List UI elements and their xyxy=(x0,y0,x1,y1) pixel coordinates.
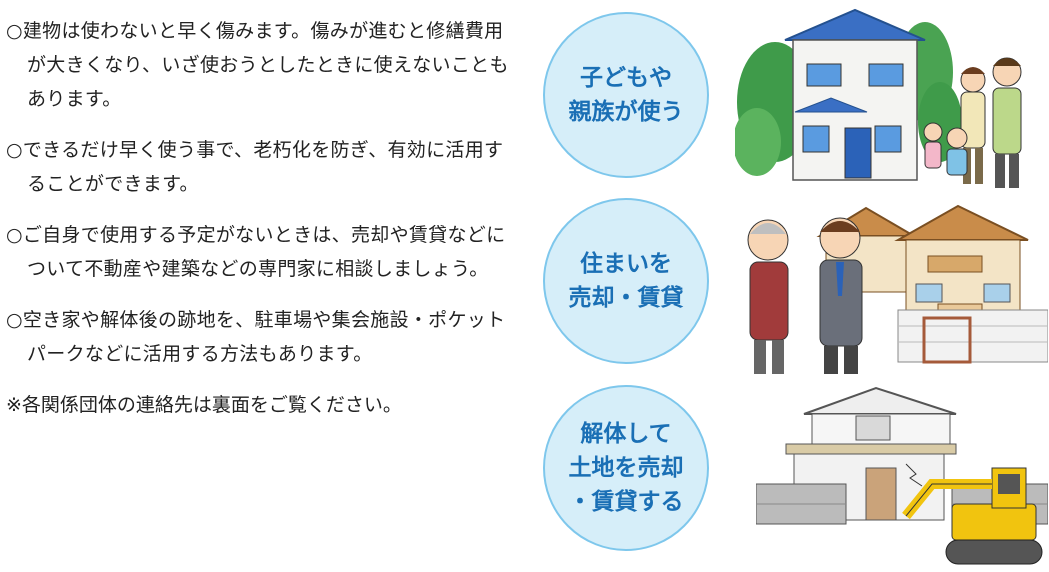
option-circle-demolish: 解体して 土地を売却 ・賃貸する xyxy=(543,385,709,551)
advice-list: ○建物は使わないと早く傷みます。傷みが進むと修繕費用が大きくなり、いざ使おうとし… xyxy=(6,14,516,422)
agent-icon xyxy=(819,217,863,374)
option-2-line2: 売却・賃貸 xyxy=(568,285,684,311)
advice-item-2: ○できるだけ早く使う事で、老朽化を防ぎ、有効に活用することができます。 xyxy=(6,139,504,195)
demolition-illustration xyxy=(756,386,1048,565)
family-icon xyxy=(923,57,1022,188)
fence-icon xyxy=(897,309,1048,364)
option-circle-sell-rent: 住まいを 売却・賃貸 xyxy=(543,198,709,364)
option-1-line1: 子どもや xyxy=(580,65,672,91)
option-2-line1: 住まいを xyxy=(580,251,672,277)
advice-item-1: ○建物は使わないと早く傷みます。傷みが進むと修繕費用が大きくなり、いざ使おうとし… xyxy=(6,20,509,110)
advice-item-4: ○空き家や解体後の跡地を、駐車場や集会施設・ポケットパークなどに活用する方法もあ… xyxy=(6,309,506,365)
option-3-line3: ・賃貸する xyxy=(568,489,684,515)
option-3-line1: 解体して xyxy=(580,421,672,447)
option-circle-family-use: 子どもや 親族が使う xyxy=(543,12,709,178)
advice-item-3: ○ご自身で使用する予定がないときは、売却や賃貸などについて不動産や建築などの専門… xyxy=(6,224,506,280)
agent-house-illustration xyxy=(747,204,1048,374)
option-3-line2: 土地を売却 xyxy=(568,455,684,481)
option-1-line2: 親族が使う xyxy=(568,99,684,125)
family-house-illustration xyxy=(735,8,1022,188)
excavator-icon xyxy=(902,467,1043,565)
elderly-man-icon xyxy=(747,219,789,374)
contact-note: ※各関係団体の連絡先は裏面をご覧ください。 xyxy=(6,394,402,416)
house-icon xyxy=(784,8,926,181)
